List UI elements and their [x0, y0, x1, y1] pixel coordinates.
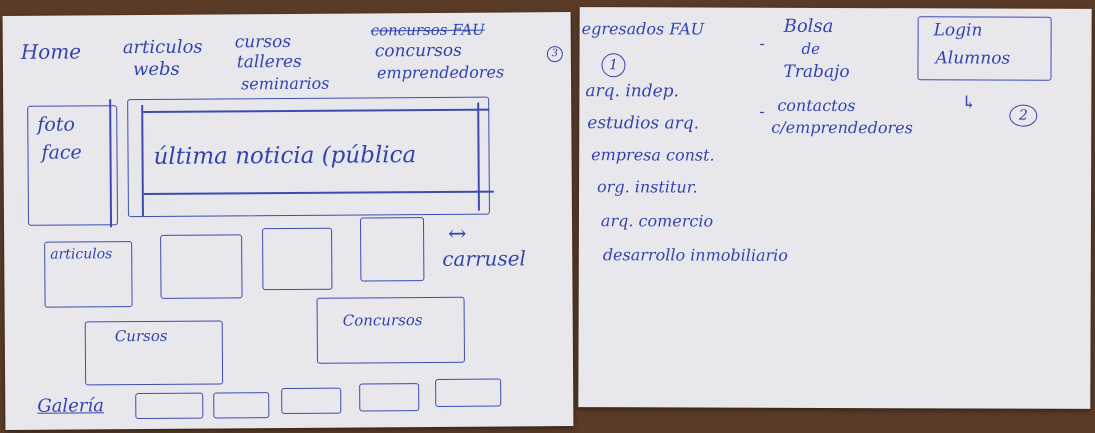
contactos-emprendedores-label: c/emprendedores: [771, 117, 913, 138]
face-label: face: [41, 141, 82, 164]
nav-webs-label: webs: [132, 58, 180, 81]
galeria-thumb-1: [135, 392, 204, 420]
marker-two-icon: 2: [1009, 104, 1038, 127]
bolsa-label: Bolsa: [783, 15, 834, 37]
carousel-card-3: [262, 227, 333, 291]
nav-emprendedores-label: emprendedores: [376, 62, 505, 83]
carrusel-label: carrusel: [442, 246, 526, 271]
alumnos-label: Alumnos: [935, 48, 1011, 69]
carousel-card-4: [359, 217, 425, 282]
cursos-box-label: Cursos: [114, 326, 168, 346]
nav-articulos-label: articulos: [122, 36, 203, 59]
egresados-title: egresados FAU: [581, 19, 705, 39]
galeria-thumb-2: [213, 392, 270, 419]
nav-home-label: Home: [20, 39, 82, 64]
marker-three-text: 3: [551, 48, 559, 60]
concursos-box-label: Concursos: [342, 311, 423, 330]
egresados-item-4: org. institur.: [597, 177, 698, 197]
egresados-item-5: arq. comercio: [600, 211, 714, 231]
marker-one-icon: 1: [601, 53, 626, 78]
concursos-box: [316, 296, 465, 364]
nav-talleres-label: talleres: [236, 51, 302, 73]
egresados-item-1: arq. indep.: [585, 81, 680, 102]
marker-three-icon: 3: [546, 46, 563, 63]
hero-label: última noticia (pública: [153, 142, 417, 170]
nav-seminarios-label: seminarios: [240, 73, 330, 94]
articulos-card-label: articulos: [50, 246, 113, 263]
foto-label: foto: [37, 113, 75, 136]
nav-concursos-fau-struck: concursos FAU: [370, 20, 485, 40]
bolsa-de-label: de: [801, 39, 821, 58]
marker-two-text: 2: [1018, 107, 1028, 124]
bolsa-dash: -: [759, 33, 766, 53]
carousel-card-2: [160, 234, 243, 299]
galeria-label: Galería: [37, 395, 104, 417]
contactos-dash: -: [759, 101, 765, 121]
login-label: Login: [933, 20, 983, 41]
galeria-thumb-4: [359, 383, 420, 412]
carousel-arrow-icon: ↔: [448, 221, 467, 247]
marker-one-text: 1: [609, 57, 618, 74]
galeria-thumb-3: [281, 387, 342, 415]
galeria-thumb-5: [435, 378, 502, 407]
egresados-item-3: empresa const.: [591, 145, 715, 165]
egresados-item-2: estudios arq.: [587, 113, 700, 134]
contactos-label: contactos: [777, 95, 856, 116]
nav-cursos-label: cursos: [234, 31, 292, 53]
bolsa-trabajo-label: Trabajo: [783, 61, 850, 83]
nav-concursos-label: concursos: [374, 40, 462, 62]
egresados-item-6: desarrollo inmobiliario: [602, 245, 788, 265]
left-sketch-sheet: Home articulos webs cursos talleres semi…: [2, 12, 574, 430]
right-sketch-sheet: egresados FAU 1 arq. indep. estudios arq…: [578, 7, 1092, 409]
login-arrow-icon: ↳: [961, 92, 977, 114]
